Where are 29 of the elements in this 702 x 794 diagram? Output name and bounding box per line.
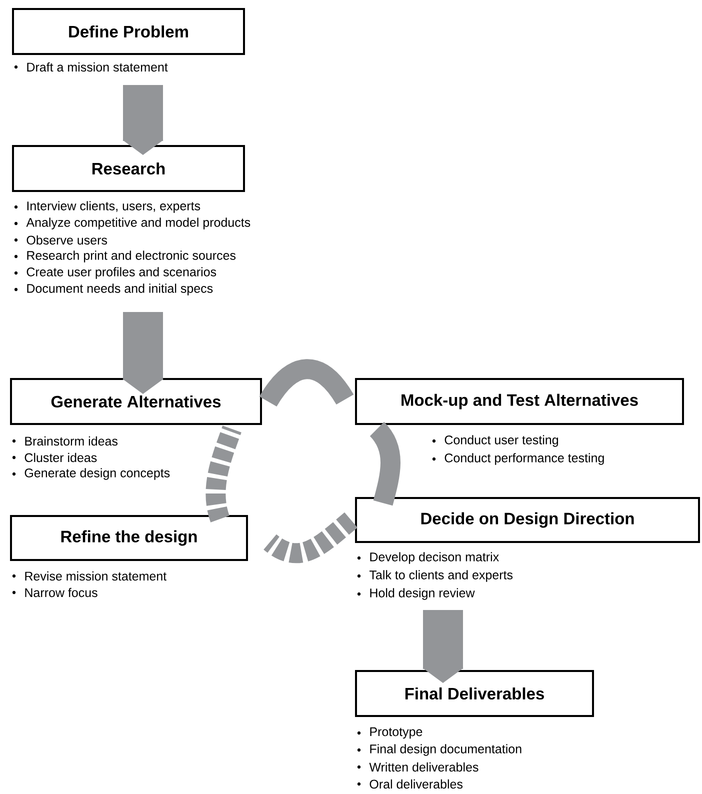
- cycle-arc: [206, 426, 242, 522]
- bullet-item: Analyze competitive and model products: [26, 218, 250, 230]
- step-box: Generate Alternatives: [10, 378, 262, 425]
- step-box: Final Deliverables: [355, 670, 594, 717]
- step-box: Decide on Design Direction: [355, 497, 700, 543]
- bullet-item: Hold design review: [370, 588, 475, 600]
- bullet-item: Draft a mission statement: [27, 62, 168, 72]
- step-box: Mock-up and Test Alternatives: [355, 378, 684, 425]
- bullet-item: Document needs and initial specs: [27, 284, 213, 296]
- bullet-item: Develop decison matrix: [370, 552, 499, 564]
- bullet-item: Conduct performance testing: [444, 453, 604, 465]
- bullet-item: Create user profiles and scenarios: [26, 267, 216, 279]
- bullet-item: Revise mission statement: [25, 571, 166, 581]
- step-box: Research: [12, 145, 245, 192]
- bullet-item: Written deliverables: [369, 762, 478, 772]
- bullet-item: Conduct user testing: [444, 435, 558, 447]
- bullet-item: Oral deliverables: [370, 779, 463, 789]
- bullet-item: Narrow focus: [25, 588, 98, 598]
- step-box: Refine the design: [10, 515, 248, 561]
- step-box: Define Problem: [12, 8, 245, 55]
- bullet-item: Talk to clients and experts: [369, 570, 513, 582]
- bullet-item: Final design documentation: [370, 744, 522, 756]
- bullet-item: Interview clients, users, experts: [27, 201, 200, 213]
- bullet-item: Generate design concepts: [24, 468, 170, 480]
- bullet-item: Prototype: [370, 727, 422, 739]
- bullet-item: Observe users: [26, 235, 108, 245]
- bullet-item: Research print and electronic sources: [27, 250, 236, 262]
- bullet-item: Cluster ideas: [24, 452, 97, 462]
- bullet-item: Brainstorm ideas: [25, 436, 118, 446]
